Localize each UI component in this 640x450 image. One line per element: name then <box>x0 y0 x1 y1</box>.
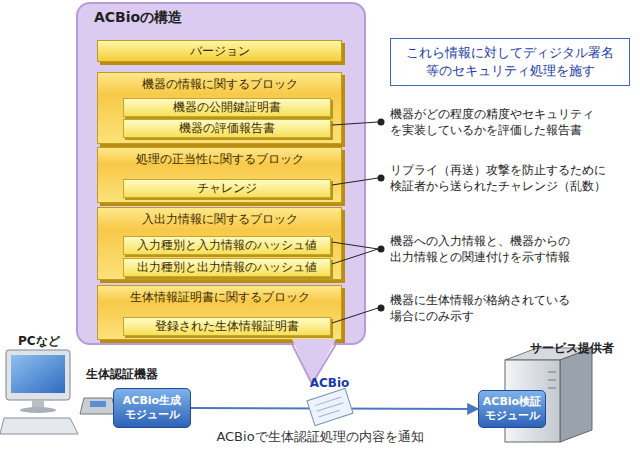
block-bar: 機器の情報に関するブロック機器の公開鍵証明書機器の評価報告書 <box>97 72 342 144</box>
note-box: これら情報に対してディジタル署名 等のセキュリティ処理を施す <box>390 38 630 86</box>
pc-stand <box>32 400 44 408</box>
bullet-dot <box>378 119 385 126</box>
pc-monitor <box>6 350 70 400</box>
device-label: 生体認証機器 <box>86 366 186 382</box>
module-box: ACBio生成 モジュール <box>113 388 191 428</box>
edge-label: ACBio <box>295 376 365 390</box>
node-text: ACBioの構造 <box>94 9 182 27</box>
field-bar: 登録された生体情報証明書 <box>123 317 331 336</box>
leader-line <box>332 249 378 264</box>
node-text: 入出力情報に関するブロック <box>98 212 341 226</box>
bullet-dot <box>378 305 385 312</box>
structure-panel: ACBioの構造バージョン機器の情報に関するブロック機器の公開鍵証明書機器の評価… <box>76 2 366 345</box>
leader-line <box>332 242 378 249</box>
document-icon <box>307 388 353 425</box>
field-bar: 入力種別と入力情報のハッシュ値 <box>123 236 331 255</box>
pc-screen <box>11 355 65 393</box>
node-text: 入力種別と入力情報のハッシュ値 <box>137 238 317 252</box>
block-bar: 処理の正当性に関するブロックチャレンジ <box>97 147 342 203</box>
pc-keyboard <box>0 418 78 434</box>
block-bar: 生体情報証明書に関するブロック登録された生体情報証明書 <box>97 285 342 340</box>
caption-text: ACBioで生体認証処理の内容を通知 <box>160 428 480 446</box>
field-bar: 出力種別と出力情報のハッシュ値 <box>123 258 331 277</box>
module-box: ACBio検証 モジュール <box>478 390 546 428</box>
node-text: 生体情報証明書に関するブロック <box>98 290 341 304</box>
leader-line <box>332 308 378 323</box>
bullet-dot <box>378 175 385 182</box>
node-text: 機器の情報に関するブロック <box>98 77 341 91</box>
scanner-device <box>80 398 116 414</box>
callout-text: リプライ（再送）攻撃を防止するために 検証者から送られたチャレンジ（乱数） <box>390 162 640 194</box>
callout-text: 機器への入力情報と、機器からの 出力情報との関連付けを示す情報 <box>390 233 640 265</box>
leader-line <box>332 122 378 125</box>
node-text: ACBio生成 モジュール <box>114 394 190 422</box>
field-bar: 機器の公開鍵証明書 <box>123 98 331 117</box>
server-side <box>560 348 592 442</box>
block-bar: 入出力情報に関するブロック入力種別と入力情報のハッシュ値出力種別と出力情報のハッ… <box>97 207 342 280</box>
device-label: サービス提供者 <box>530 340 640 356</box>
node-text: 出力種別と出力情報のハッシュ値 <box>137 260 317 274</box>
scanner-window <box>90 401 106 407</box>
server-slot <box>548 380 556 381</box>
server-slot <box>548 388 556 389</box>
field-bar: 機器の評価報告書 <box>123 119 331 138</box>
document-line <box>319 410 340 417</box>
callout-text: 機器に生体情報が格納されている 場合にのみ示す <box>390 292 640 324</box>
device-label: PCなど <box>18 333 98 349</box>
server-slot <box>548 372 556 373</box>
node-text: 処理の正当性に関するブロック <box>98 152 341 166</box>
document-sheet <box>307 388 353 425</box>
field-bar: バージョン <box>97 40 342 62</box>
node-text: これら情報に対してディジタル署名 等のセキュリティ処理を施す <box>397 44 623 79</box>
bullet-dot <box>378 246 385 253</box>
node-text: チャレンジ <box>197 181 257 195</box>
node-text: 登録された生体情報証明書 <box>155 319 299 333</box>
callout-text: 機器がどの程度の精度やセキュリティ を実装しているかを評価した報告書 <box>390 106 640 138</box>
field-bar: チャレンジ <box>123 179 331 198</box>
leader-line <box>332 178 378 185</box>
node-text: ACBio検証 モジュール <box>479 395 545 423</box>
node-text: 機器の評価報告書 <box>179 121 275 135</box>
node-text: バージョン <box>190 44 250 58</box>
node-text: 機器の公開鍵証明書 <box>173 100 281 114</box>
pc-base <box>20 407 56 413</box>
